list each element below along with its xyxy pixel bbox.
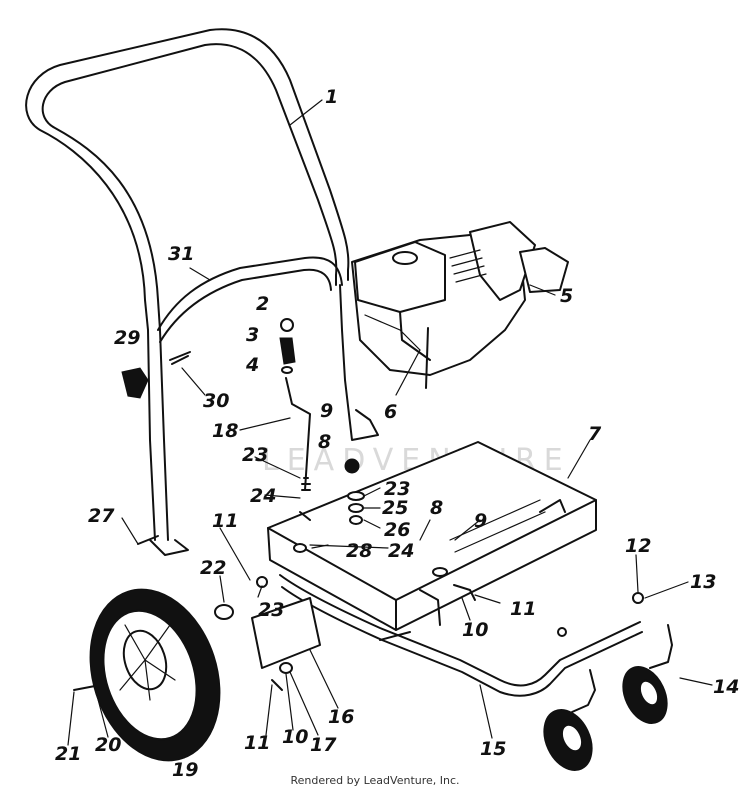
label-part-14: 14 xyxy=(713,676,739,698)
control-rod-part-18 xyxy=(279,318,311,491)
label-part-10-right: 10 xyxy=(462,619,488,641)
label-part-10-bottom: 10 xyxy=(282,726,308,748)
label-part-5: 5 xyxy=(560,285,573,307)
label-part-19: 19 xyxy=(172,759,198,781)
label-part-7: 7 xyxy=(588,423,602,445)
label-part-15: 15 xyxy=(480,738,506,760)
label-part-27: 27 xyxy=(88,505,115,527)
label-part-29: 29 xyxy=(114,327,140,349)
label-part-13: 13 xyxy=(690,571,716,593)
label-part-23-bottom: 23 xyxy=(258,599,284,621)
label-part-23-top: 23 xyxy=(242,444,268,466)
axle-part-15 xyxy=(279,574,643,697)
label-part-8-lower: 8 xyxy=(430,497,443,519)
part-labels: 1 2 3 4 5 6 7 8 8 9 9 10 10 11 11 11 12 … xyxy=(55,86,739,781)
label-part-21: 21 xyxy=(55,743,81,765)
deck-plate-part-7 xyxy=(267,441,597,631)
label-part-11-right: 11 xyxy=(510,598,536,620)
label-part-31: 31 xyxy=(168,243,194,265)
label-part-9-lower: 9 xyxy=(474,510,487,532)
handle-part-1 xyxy=(25,28,379,556)
label-part-11-bottom: 11 xyxy=(244,732,270,754)
tube-part-31 xyxy=(157,256,343,343)
label-part-22: 22 xyxy=(200,557,226,579)
label-part-24-left: 24 xyxy=(250,485,276,507)
label-part-3: 3 xyxy=(246,324,259,346)
label-part-26: 26 xyxy=(384,519,410,541)
label-part-17: 17 xyxy=(310,734,337,756)
hardware xyxy=(73,458,644,691)
label-part-28: 28 xyxy=(346,540,372,562)
label-part-30: 30 xyxy=(203,390,229,412)
label-part-24-right: 24 xyxy=(388,540,414,562)
label-part-16: 16 xyxy=(328,706,354,728)
label-part-9-upper: 9 xyxy=(320,400,333,422)
knob-part-29 xyxy=(121,351,191,399)
engine-part-5 xyxy=(351,221,569,389)
label-part-11-top: 11 xyxy=(212,510,238,532)
label-part-2: 2 xyxy=(256,293,269,315)
label-part-4: 4 xyxy=(245,354,259,376)
caster-wheels-part-14 xyxy=(543,624,673,771)
label-part-12: 12 xyxy=(625,535,651,557)
label-part-20: 20 xyxy=(95,734,121,756)
label-part-25: 25 xyxy=(382,497,408,519)
leader-lines xyxy=(67,99,713,759)
footer-credit: Rendered by LeadVenture, Inc. xyxy=(290,774,460,787)
label-part-6: 6 xyxy=(384,401,397,423)
label-part-1: 1 xyxy=(325,86,338,108)
label-part-23-right: 23 xyxy=(384,478,410,500)
label-part-8-upper: 8 xyxy=(318,431,331,453)
label-part-18: 18 xyxy=(212,420,238,442)
